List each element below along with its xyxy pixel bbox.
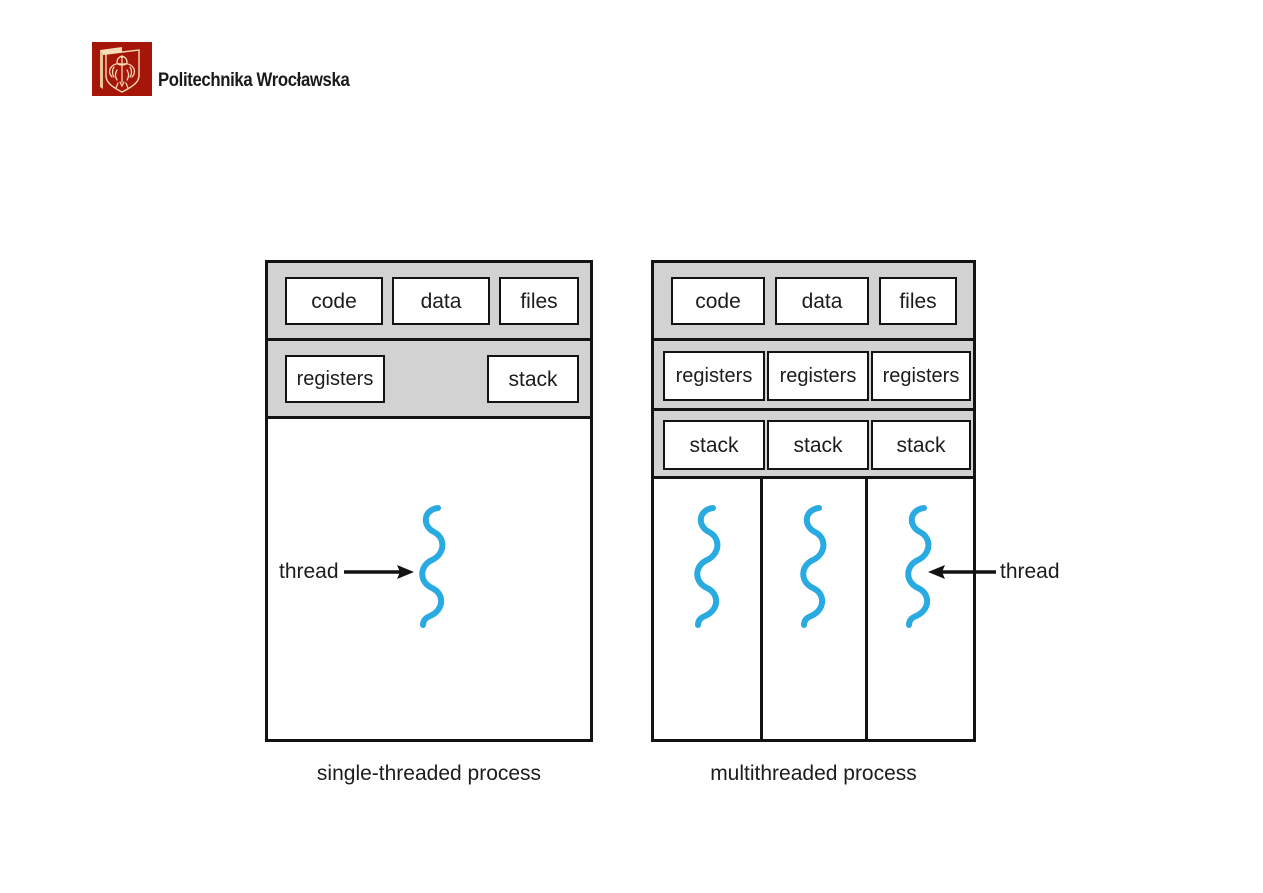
cell-stack: stack: [871, 420, 971, 470]
cell-stack: stack: [487, 355, 579, 403]
single-shared-band: code data files: [268, 263, 590, 341]
thread-annotation-arrow-right: [928, 565, 996, 579]
thread-squiggle: [419, 505, 446, 628]
cell-code: code: [285, 277, 383, 325]
thread-annotation-label-left: thread: [279, 560, 339, 583]
cell-registers: registers: [285, 355, 385, 403]
cell-stack: stack: [767, 420, 869, 470]
wroclaw-university-eagle-shield-icon: [92, 42, 152, 96]
brand-header: Politechnika Wrocławska: [92, 42, 492, 98]
thread-squiggle: [905, 505, 932, 628]
multithreaded-process-box: code data files registers registers regi…: [651, 260, 976, 742]
multi-shared-band: code data files: [654, 263, 973, 341]
multi-stack-band: stack stack stack: [654, 411, 973, 479]
thread-annotation-label-right: thread: [1000, 560, 1060, 583]
cell-registers: registers: [663, 351, 765, 401]
thread-annotation-arrow-left: [344, 565, 414, 579]
thread-column-divider: [760, 479, 763, 739]
thread-squiggle: [694, 505, 721, 628]
cell-data: data: [392, 277, 490, 325]
brand-title: Politechnika Wrocławska: [158, 70, 350, 91]
caption-multithreaded: multithreaded process: [710, 762, 917, 785]
thread-squiggle: [800, 505, 827, 628]
cell-registers: registers: [871, 351, 971, 401]
thread-column-divider: [865, 479, 868, 739]
cell-files: files: [879, 277, 957, 325]
cell-data: data: [775, 277, 869, 325]
cell-files: files: [499, 277, 579, 325]
cell-code: code: [671, 277, 765, 325]
single-thread-band: registers stack: [268, 341, 590, 419]
caption-single-threaded: single-threaded process: [316, 762, 542, 785]
cell-stack: stack: [663, 420, 765, 470]
single-threaded-process-box: code data files registers stack: [265, 260, 593, 742]
cell-registers: registers: [767, 351, 869, 401]
multi-registers-band: registers registers registers: [654, 341, 973, 411]
